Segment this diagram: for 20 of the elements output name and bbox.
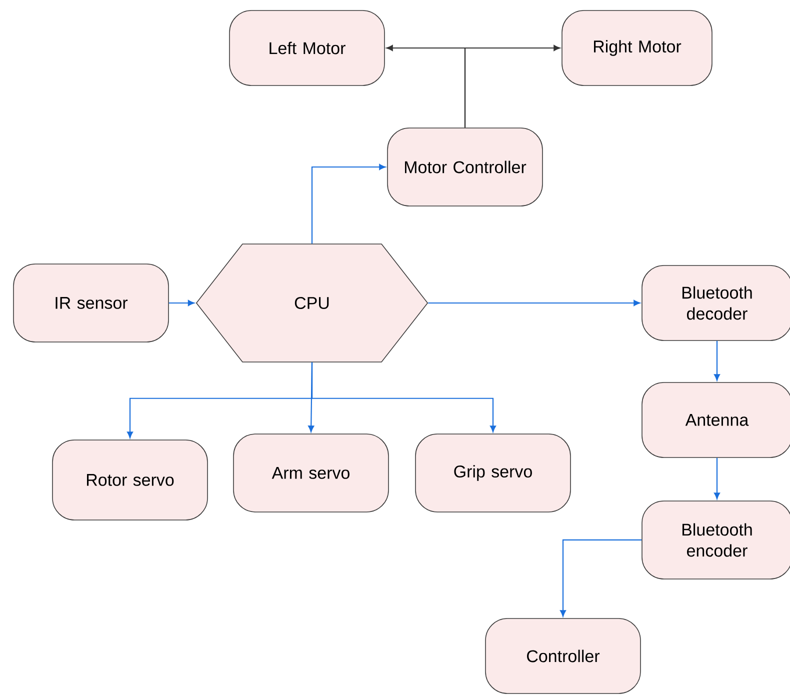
rounded-box: Bluetooth decoder (642, 265, 790, 341)
arrow (714, 340, 720, 381)
arrow (560, 539, 642, 617)
arrow (464, 44, 560, 128)
arrow (714, 458, 720, 500)
arrow (311, 164, 386, 244)
rounded-box: Antenna (642, 382, 790, 458)
rounded-box: Bluetooth encoder (642, 500, 790, 580)
rounded-box: Controller (485, 618, 641, 694)
rounded-box: Right Motor (562, 10, 712, 86)
rounded-box: Grip servo (415, 434, 571, 512)
arrow (311, 362, 496, 432)
hexagon-node: CPU (196, 244, 428, 362)
rounded-box: Motor Controller (387, 128, 543, 206)
rounded-box: Left Motor (229, 10, 385, 86)
arrow (168, 300, 194, 306)
rounded-box: Arm servo (233, 434, 389, 512)
arrow (428, 300, 640, 306)
rounded-box: IR sensor (13, 264, 169, 342)
rounded-box: Rotor servo (52, 440, 208, 520)
